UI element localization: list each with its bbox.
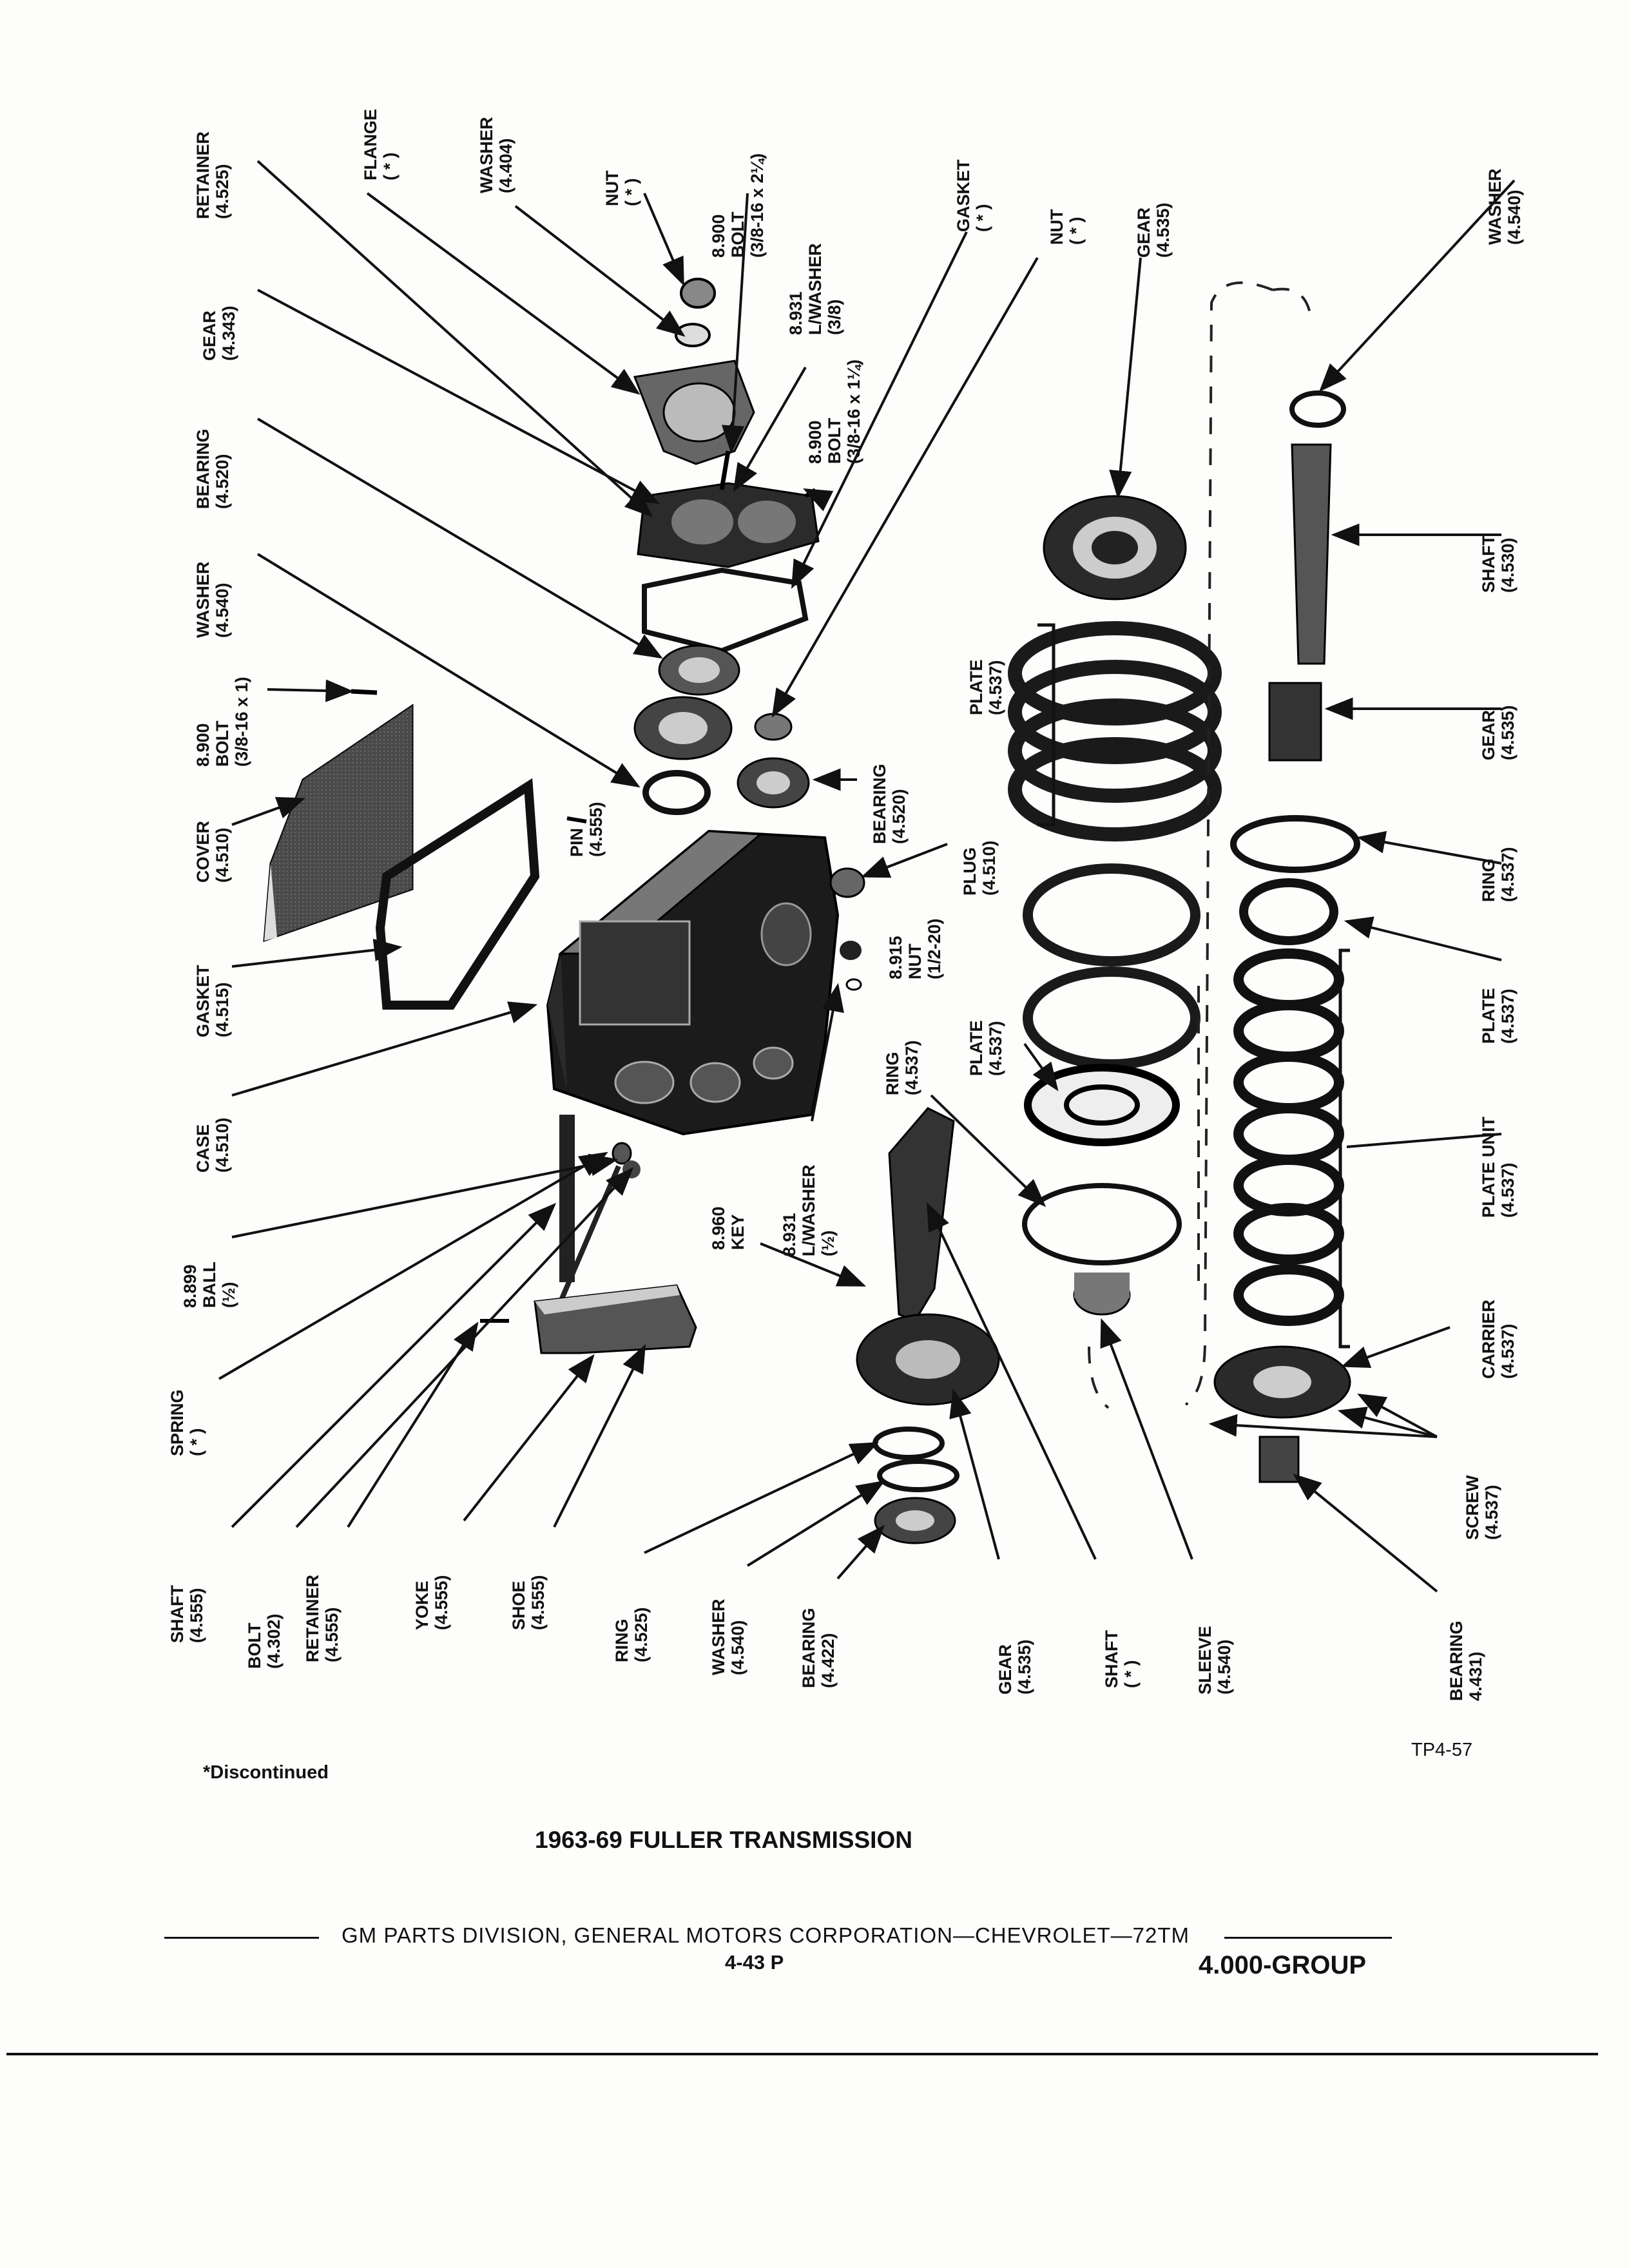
callout-cover-4510: COVER(4.510) (193, 820, 232, 883)
callout-sleeve-4540: SLEEVE(4.540) (1195, 1626, 1234, 1695)
page-number: 4-43 P (725, 1951, 784, 1974)
callout-nut-top: NUT( * ) (602, 170, 641, 207)
callout-bearing-4520-mid: BEARING(4.520) (870, 764, 909, 844)
callout-washer-4540-bottom: WASHER(4.540) (709, 1599, 747, 1675)
mainshaft-assembly (1088, 281, 1360, 1483)
callout-plate-unit-4537: PLATE UNIT(4.537) (1479, 1117, 1518, 1218)
callout-spring: SPRING( * ) (168, 1389, 206, 1456)
footer-rule-left (164, 1937, 319, 1939)
callout-nut-mid: NUT( * ) (1047, 209, 1086, 245)
figure-code: TP4-57 (1411, 1740, 1473, 1760)
callout-bolt-4302: BOLT(4.302) (245, 1613, 284, 1669)
group-label: 4.000-GROUP (1199, 1951, 1367, 1979)
callout-bearing-4520-top: BEARING(4.520) (193, 428, 232, 509)
callout-gasket-4515: GASKET(4.515) (193, 965, 232, 1037)
footnote: *Discontinued (203, 1762, 329, 1783)
callout-washer-4404: WASHER(4.404) (477, 117, 516, 193)
callout-plate-4537-a: PLATE(4.537) (967, 659, 1005, 716)
countershaft-assembly (856, 1107, 1000, 1544)
callout-shoe-4555: SHOE(4.555) (509, 1575, 548, 1630)
cover-part (263, 704, 414, 943)
callout-ring-4525: RING(4.525) (612, 1607, 651, 1662)
gear-stack (1008, 495, 1222, 1316)
callout-shaft-star: SHAFT( * ) (1102, 1630, 1141, 1688)
callout-gear-4535-right: GEAR(4.535) (1479, 705, 1518, 760)
callout-retainer-4555: RETAINER(4.555) (303, 1574, 342, 1662)
callout-ring-4537-mid: RING(4.537) (883, 1040, 921, 1095)
callout-washer-4540-right: WASHER(4.540) (1485, 168, 1524, 245)
callout-flange: FLANGE( * ) (361, 109, 400, 180)
shift-assembly (480, 1115, 697, 1354)
footer-rule-right (1224, 1937, 1392, 1939)
case-part (546, 829, 840, 1136)
callout-case-4510: CASE(4.510) (193, 1117, 232, 1173)
gasket-part (375, 778, 540, 1010)
callout-screw-4537: SCREW(4.537) (1463, 1475, 1501, 1541)
callout-washer-4540-left: WASHER(4.540) (193, 561, 232, 638)
publisher-line: GM PARTS DIVISION, GENERAL MOTORS CORPOR… (342, 1923, 1190, 1947)
callout-bearing-4422: BEARING(4.422) (799, 1608, 838, 1688)
callout-gear-4343: GEAR(4.343) (200, 305, 238, 361)
callout-shaft-4555: SHAFT(4.555) (168, 1585, 206, 1643)
leader-lines (218, 160, 1516, 1593)
callout-plug-4510: PLUG(4.510) (960, 840, 999, 896)
callout-retainer-4525: RETAINER(4.525) (193, 131, 232, 219)
callout-shaft-4530: SHAFT(4.530) (1479, 535, 1518, 593)
callout-gear-4535-top: GEAR(4.535) (1134, 202, 1173, 258)
callout-ring-4537-right: RING(4.537) (1479, 847, 1518, 902)
callout-pin-4555: PIN(4.555) (567, 802, 606, 857)
callout-gear-4535-bottom: GEAR(4.535) (996, 1639, 1034, 1695)
callout-plate-4537-b: PLATE(4.537) (967, 1020, 1005, 1077)
figure-title: 1963-69 FULLER TRANSMISSION (535, 1827, 912, 1853)
callout-yoke-4555: YOKE(4.555) (412, 1575, 451, 1630)
page-bottom-rule (6, 2053, 1598, 2055)
callout-gasket-disc: GASKET( * ) (954, 159, 992, 232)
callout-carrier-4537: CARRIER(4.537) (1479, 1299, 1518, 1379)
callout-plate-4537-right: PLATE(4.537) (1479, 988, 1518, 1044)
